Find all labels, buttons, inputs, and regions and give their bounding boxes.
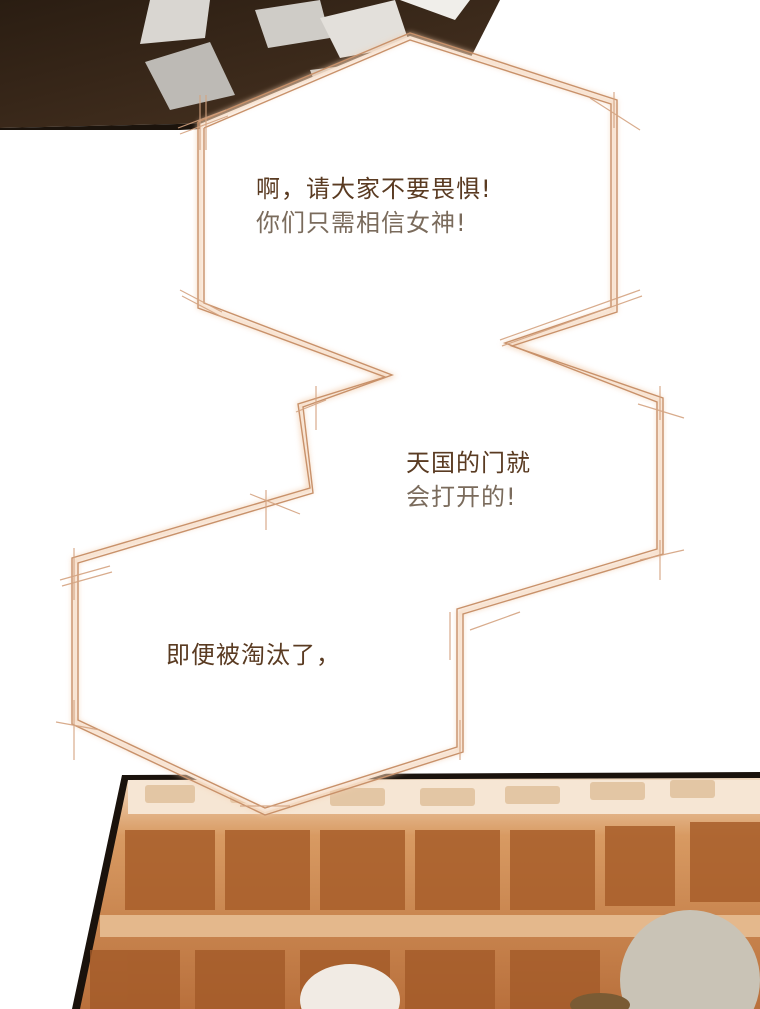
speech-bubble-1: 啊，请大家不要畏惧! 你们只需相信女神! xyxy=(256,172,492,240)
speech-line: 啊，请大家不要畏惧! xyxy=(256,175,492,203)
speech-line: 即便被淘汰了， xyxy=(166,641,341,669)
bubble-fills xyxy=(75,36,660,812)
speech-bubble-3: 即便被淘汰了， xyxy=(166,638,341,672)
frame-accent-strokes xyxy=(55,92,685,807)
speech-line: 天国的门就 xyxy=(406,449,531,477)
speech-bubble-2: 天国的门就 会打开的! xyxy=(406,446,531,514)
speech-line: 你们只需相信女神! xyxy=(256,209,467,237)
bubble-frame-lines xyxy=(71,32,664,816)
speech-line: 会打开的! xyxy=(406,483,517,511)
bottom-panel-scene xyxy=(72,772,760,1009)
